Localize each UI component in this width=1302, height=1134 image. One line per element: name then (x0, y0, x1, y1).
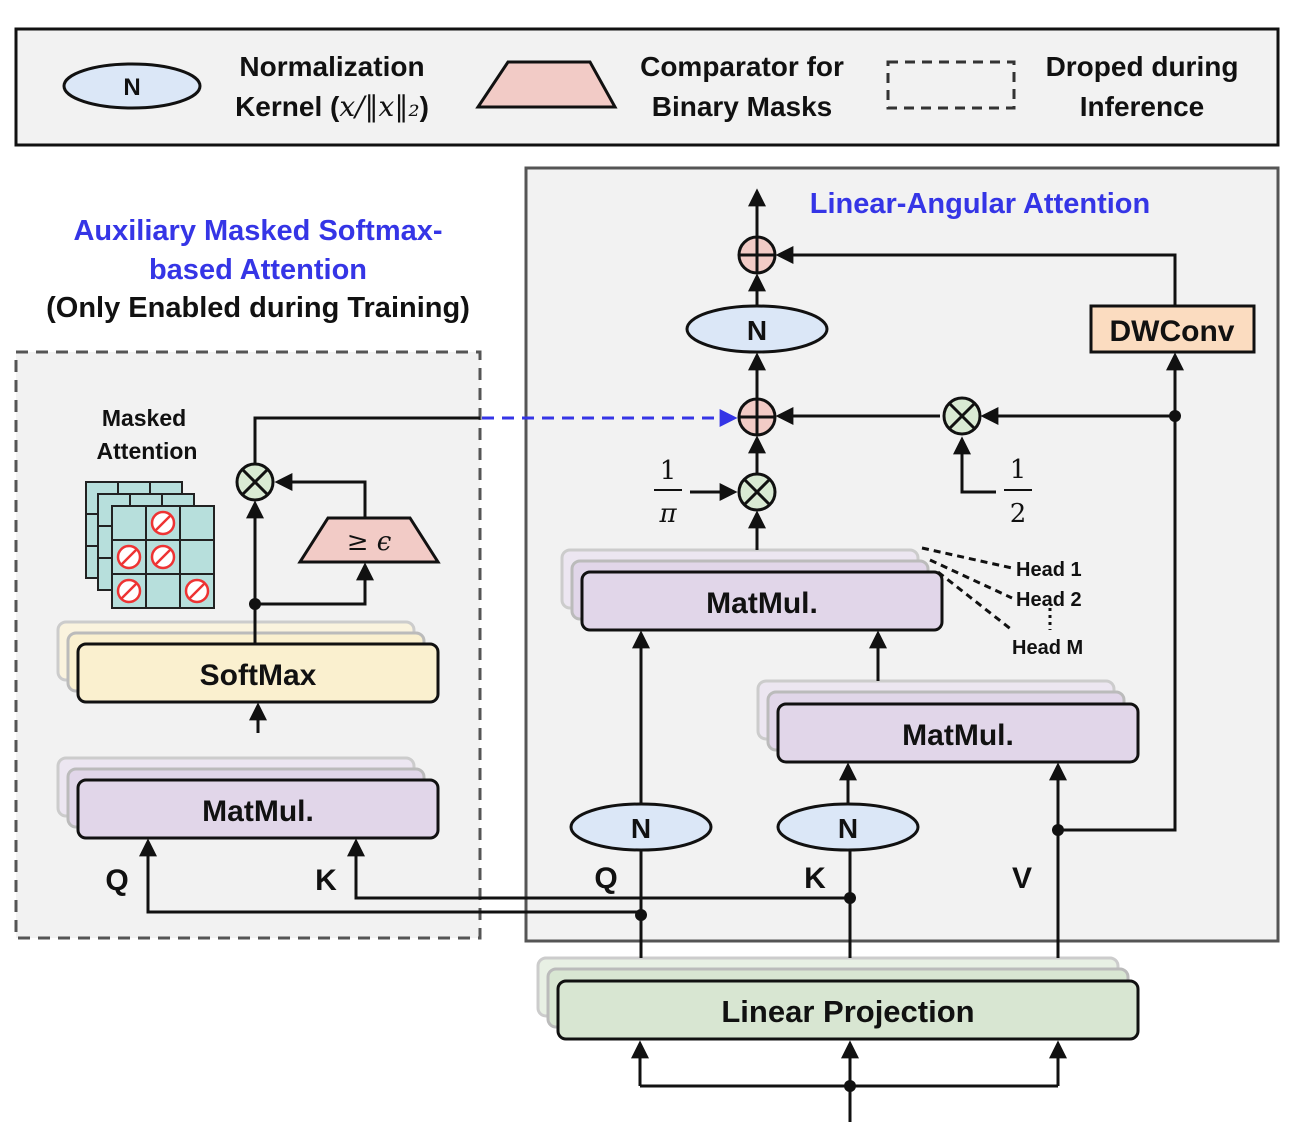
multiply-node-pi (737, 472, 777, 512)
legend-dropped-icon (886, 60, 1016, 110)
mask-grid-icon (85, 481, 215, 609)
right-v-label: V (1012, 862, 1032, 895)
matmul-top-label: MatMul. (706, 587, 818, 620)
right-k-label: K (804, 862, 826, 895)
legend-n-symbol: N (123, 74, 140, 101)
head2-label: Head 2 (1016, 589, 1082, 611)
fraction-one-over-pi: 1 π (654, 456, 682, 529)
dwconv-label: DWConv (1110, 315, 1235, 348)
legend-norm-line2: Kernel (x/‖x‖₂) (235, 90, 429, 123)
softmax-block: SoftMax (56, 620, 440, 704)
head1-label: Head 1 (1016, 559, 1082, 581)
comparator-label: ≥ ϵ (347, 527, 392, 557)
svg-text:N: N (838, 813, 858, 844)
masked-attention-line1: Masked (102, 405, 186, 431)
matmul-left-block: MatMul. (56, 756, 440, 840)
left-k-label: K (315, 864, 337, 897)
multiply-node-left (235, 462, 275, 502)
matmul-top-block: MatMul. (560, 548, 944, 632)
svg-text:N: N (747, 315, 767, 346)
matmul-bottom-label: MatMul. (902, 719, 1014, 752)
head-indicator-lines (921, 546, 1052, 632)
left-title-line3: (Only Enabled during Training) (46, 292, 470, 324)
legend-dropped-line2: Inference (1080, 91, 1205, 122)
legend-comparator-icon (475, 60, 618, 109)
svg-text:1: 1 (1010, 455, 1027, 485)
softmax-label: SoftMax (200, 659, 317, 692)
multiply-node-half (942, 396, 982, 436)
normalization-q: N (569, 802, 713, 852)
masked-attention-line2: Attention (97, 438, 198, 464)
dwconv-block: DWConv (1089, 304, 1256, 354)
normalization-out: N (685, 304, 829, 354)
left-title-line1: Auxiliary Masked Softmax- (73, 215, 442, 247)
svg-text:π: π (658, 499, 677, 529)
svg-text:2: 2 (1010, 499, 1027, 529)
right-title: Linear-Angular Attention (810, 188, 1150, 220)
svg-text:1: 1 (660, 456, 677, 486)
legend-normalization-icon (62, 62, 202, 110)
left-q-label: Q (105, 864, 128, 897)
matmul-bottom-block: MatMul. (756, 679, 1140, 764)
svg-text:N: N (631, 813, 651, 844)
legend-comparator-line1: Comparator for (640, 51, 844, 82)
add-node-middle (737, 397, 777, 437)
linear-projection-label: Linear Projection (721, 994, 974, 1029)
legend: N Normalization Kernel (x/‖x‖₂) Comparat… (14, 27, 1280, 147)
legend-dropped-line1: Droped during (1046, 51, 1239, 82)
right-connectors (631, 188, 1184, 1122)
left-title-line2: based Attention (149, 254, 367, 286)
headm-label: Head M (1012, 637, 1083, 659)
add-node-top (737, 235, 777, 275)
left-connectors (139, 416, 850, 914)
matmul-left-label: MatMul. (202, 795, 314, 828)
fraction-one-half: 1 2 (1004, 455, 1032, 529)
linear-projection-block: Linear Projection (536, 956, 1140, 1041)
legend-comparator-line2: Binary Masks (652, 91, 833, 122)
legend-norm-line1: Normalization (239, 51, 424, 82)
comparator-node: ≥ ϵ (297, 516, 441, 564)
right-q-label: Q (594, 862, 617, 895)
normalization-k: N (776, 802, 920, 852)
